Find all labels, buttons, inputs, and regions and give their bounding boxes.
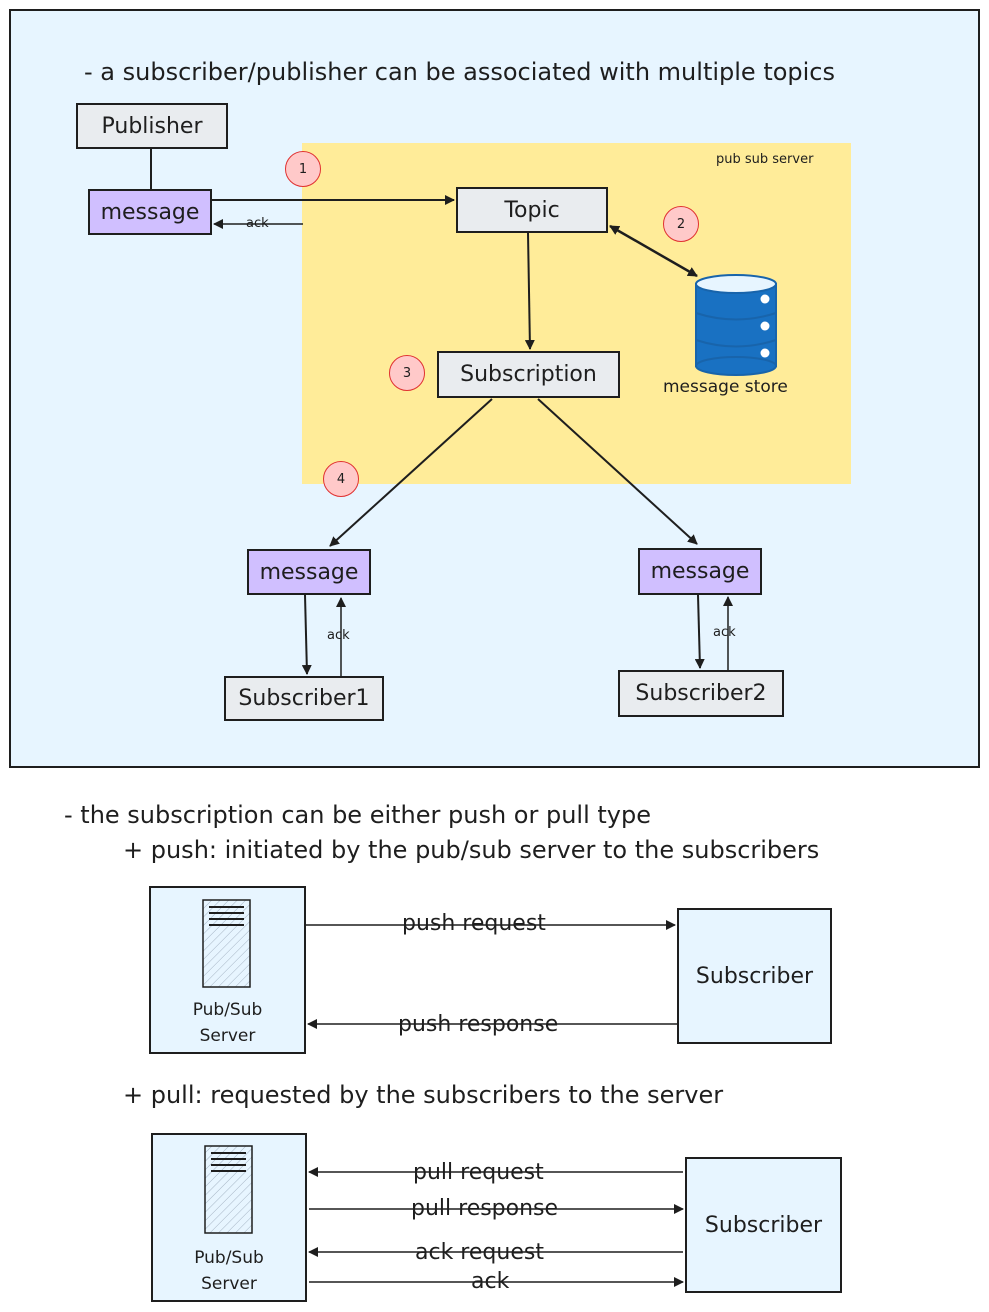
pull-subscriber-label: Subscriber bbox=[704, 1212, 823, 1238]
subscription-to-message2-arrow bbox=[537, 398, 698, 545]
subscription-to-message1-arrow bbox=[329, 398, 493, 547]
subscriber2-message-label: message bbox=[650, 559, 750, 584]
subscriber1-message-node[interactable]: message bbox=[247, 549, 371, 595]
subscriber1-ack-label: ack bbox=[327, 628, 350, 643]
server-zone-label: pub sub server bbox=[716, 152, 814, 167]
subscriber1-label: Subscriber1 bbox=[238, 686, 370, 711]
note-push: + push: initiated by the pub/sub server … bbox=[123, 836, 820, 864]
topic-store-arrow bbox=[609, 224, 698, 278]
subscription-node[interactable]: Subscription bbox=[437, 351, 620, 398]
publisher-message-node[interactable]: message bbox=[88, 189, 212, 235]
push-server-label-line1: Pub/Sub bbox=[192, 1000, 263, 1020]
topic-label: Topic bbox=[504, 197, 560, 223]
note-pull: + pull: requested by the subscribers to … bbox=[123, 1081, 724, 1109]
subscriber1-node[interactable]: Subscriber1 bbox=[224, 676, 384, 721]
push-request-label: push request bbox=[400, 911, 548, 936]
server-icon bbox=[204, 1145, 253, 1234]
message1-to-subscriber1-arrow bbox=[301, 594, 312, 675]
subscriber2-node[interactable]: Subscriber2 bbox=[618, 670, 784, 717]
subscriber1-message-label: message bbox=[259, 559, 359, 585]
note-associations: - a subscriber/publisher can be associat… bbox=[84, 58, 836, 86]
message2-to-subscriber2-arrow bbox=[694, 594, 705, 669]
step-badge-1: 1 bbox=[285, 151, 321, 187]
message-store-label: message store bbox=[663, 377, 788, 397]
database-icon bbox=[695, 274, 777, 376]
push-subscriber-label: Subscriber bbox=[695, 963, 814, 989]
note-subscription-type: - the subscription can be either push or… bbox=[64, 801, 652, 829]
pull-server-label-line1: Pub/Sub bbox=[194, 1248, 264, 1268]
push-subscriber-node[interactable]: Subscriber bbox=[677, 908, 832, 1044]
subscriber2-message-node[interactable]: message bbox=[638, 548, 762, 595]
step-badge-3: 3 bbox=[389, 355, 425, 391]
subscription-label: Subscription bbox=[460, 362, 597, 387]
topic-subscription-arrow bbox=[524, 232, 535, 350]
push-server-label-line2: Server bbox=[199, 1026, 256, 1046]
publisher-message-label: message bbox=[100, 199, 200, 225]
server-icon bbox=[202, 899, 251, 988]
pull-subscriber-node[interactable]: Subscriber bbox=[685, 1157, 842, 1293]
subscriber2-ack-label: ack bbox=[713, 625, 736, 640]
publisher-node[interactable]: Publisher bbox=[76, 103, 228, 149]
pull-server-label-line2: Server bbox=[201, 1274, 257, 1294]
step-badge-4: 4 bbox=[323, 461, 359, 497]
ack-request-label: ack request bbox=[413, 1240, 546, 1265]
topic-node[interactable]: Topic bbox=[456, 187, 608, 233]
subscriber2-label: Subscriber2 bbox=[635, 681, 767, 706]
publisher-label: Publisher bbox=[101, 113, 203, 139]
